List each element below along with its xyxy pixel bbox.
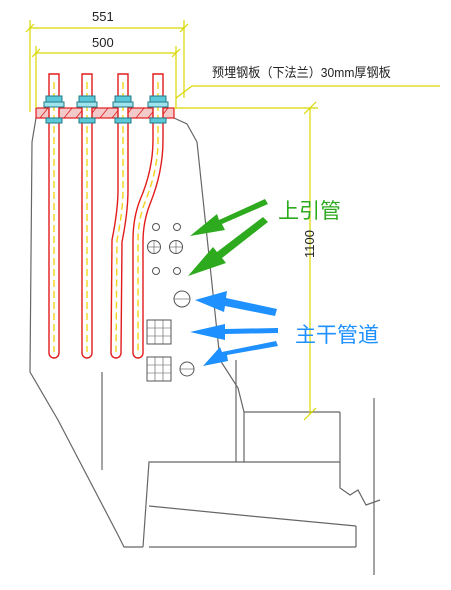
upper-pipes-label: 上引管 [278,200,341,223]
dim-inner-width: 500 [92,35,114,50]
anchor-bolt-3 [110,73,129,359]
dimension-lines [25,20,440,421]
anchor-bolt-2 [81,73,93,359]
main-pipelines [146,290,195,382]
main-pipes-label: 主干管道 [295,324,379,347]
dim-overall-width: 551 [92,9,114,24]
upper-pipes [147,223,183,275]
green-arrow-1 [190,199,268,236]
green-arrow-2 [188,217,268,276]
blue-arrow-1 [195,291,277,316]
main-pipes-arrows [190,291,278,366]
plate-note: 预埋钢板（下法兰）30mm厚钢板 [212,65,391,80]
concrete-outline [29,117,381,575]
anchor-bolt-4 [132,73,164,359]
bolt-nuts [43,95,169,124]
anchor-bolt-1 [48,73,60,359]
blue-arrow-2 [190,324,278,340]
anchor-bolts [48,73,164,359]
blue-arrow-3 [203,341,278,366]
upper-pipes-arrows [188,199,268,276]
dim-height: 1100 [302,230,317,258]
